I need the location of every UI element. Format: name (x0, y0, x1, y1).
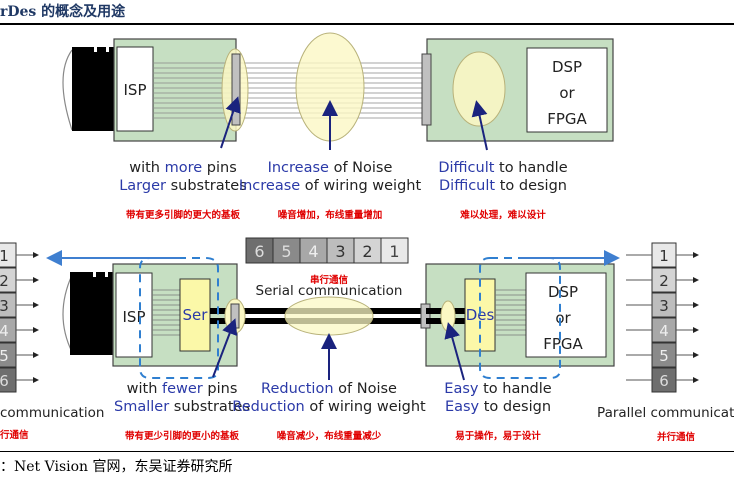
parallel-bit-label: 3 (0, 297, 9, 315)
parallel-bit-label: 6 (659, 372, 669, 390)
fpga-label-2: FPGA (543, 335, 583, 353)
dsp-fpga-chip-2 (525, 272, 607, 358)
serial-bit-label: 1 (389, 242, 399, 261)
caption-line: Easy to handle (444, 381, 551, 397)
parallel-bit-label: 2 (659, 272, 669, 290)
parallel-stack-left: 1 2 3 4 5 6 (0, 242, 39, 393)
isp-label: ISP (124, 81, 147, 99)
parallel-bit-label: 1 (659, 247, 669, 265)
parallel-cn-right: 并行通信 (657, 431, 696, 443)
des-wires (495, 289, 526, 336)
serial-bit-label: 2 (362, 242, 372, 261)
serial-bit-box (245, 237, 274, 264)
ser-dashed-region (139, 257, 219, 379)
source-note: ：Net Vision 官网，东吴证券研究所 (0, 459, 233, 475)
parallel-bit-label: 4 (0, 322, 9, 340)
caption-line: Increase of Noise (268, 160, 393, 176)
figure-header: rDes 的概念及用途 (0, 0, 734, 25)
parallel-bit-label: 1 (0, 247, 9, 265)
caption-cn: 噪音增加，布线重量增加 (278, 209, 383, 221)
des-connector (420, 303, 431, 329)
des-dashed-region (479, 257, 561, 379)
footer-rule (0, 451, 734, 452)
isp-chip-2 (115, 272, 153, 358)
ser-wires (152, 289, 180, 336)
isp-chip (116, 46, 154, 132)
serializer-label: Ser (183, 306, 209, 324)
difficult-arrow-icon (471, 100, 488, 151)
caption-line: with more pins (129, 160, 237, 176)
serial-bit-label: 3 (335, 242, 345, 261)
serial-label: Serial communication (256, 283, 403, 299)
parallel-bit-label: 5 (659, 347, 669, 365)
caption-line: Easy to design (445, 399, 551, 415)
serial-bit-box (353, 237, 382, 264)
parallel-cn-left: 行通信 (0, 429, 29, 441)
serial-bit-label: 6 (254, 242, 264, 261)
parallel-bit-label: 4 (659, 322, 669, 340)
pins-arrow-icon (220, 96, 241, 149)
caption-line: Reduction of Noise (261, 381, 397, 397)
serializer-chip (179, 278, 211, 352)
dsp-label: DSP (552, 58, 582, 76)
caption-cn: 带有更少引脚的更小的基板 (125, 430, 240, 442)
parallel-stack-right: 1 2 3 4 5 6 (626, 242, 699, 393)
caption-line: Reduction of wiring weight (232, 399, 426, 415)
serial-bit-box (326, 237, 355, 264)
serial-cn-label: 串行通信 (310, 274, 349, 286)
serial-bit-box (272, 237, 301, 264)
parallel-bit-label: 3 (659, 297, 669, 315)
caption-cn: 噪音减少，布线重量减少 (277, 430, 382, 442)
deserializer-label: Des (466, 306, 495, 324)
left-connector (231, 53, 241, 126)
serial-bit-box (299, 237, 328, 264)
fewer-pins-arrow-icon (212, 318, 238, 378)
or-label: or (559, 84, 575, 102)
easy-arrow-icon (444, 322, 465, 381)
parallel-bit-label: 6 (0, 372, 9, 390)
caption-line: Difficult to design (439, 178, 567, 194)
caption-line: Increase of wiring weight (239, 178, 422, 194)
caption-line: Difficult to handle (438, 160, 567, 176)
fpga-label: FPGA (547, 110, 587, 128)
caption-line: Larger substrates (119, 178, 247, 194)
right-connector (421, 53, 432, 126)
difficult-highlight (452, 51, 506, 127)
header-rule (0, 23, 734, 25)
or-label-2: or (555, 309, 571, 327)
caption-cn: 带有更多引脚的更大的基板 (126, 209, 241, 221)
serial-bit-label: 4 (308, 242, 318, 261)
caption-cn: 易于操作，易于设计 (455, 430, 541, 442)
parallel-bit-box (651, 242, 677, 268)
easy-highlight (440, 300, 456, 332)
parallel-bit-label: 5 (0, 347, 9, 365)
isp-label-2: ISP (123, 308, 146, 326)
parallel-label-right: Parallel communication (597, 405, 734, 421)
serial-bit-box (380, 237, 409, 264)
parallel-bit-box (651, 292, 677, 318)
dsp-fpga-chip (526, 47, 608, 133)
camera-lens-icon-2 (62, 272, 116, 355)
noise-highlight-2 (284, 296, 374, 336)
caption-line: Smaller substrates (114, 399, 250, 415)
dsp-label-2: DSP (548, 283, 578, 301)
serial-bit-label: 5 (281, 242, 291, 261)
figure-title: rDes 的概念及用途 (0, 4, 126, 20)
caption-cn: 难以处理，难以设计 (459, 209, 546, 221)
caption-line: with fewer pins (127, 381, 238, 397)
parallel-label-left: communication (0, 405, 104, 421)
camera-lens-icon (62, 47, 117, 131)
parallel-bit-label: 2 (0, 272, 9, 290)
